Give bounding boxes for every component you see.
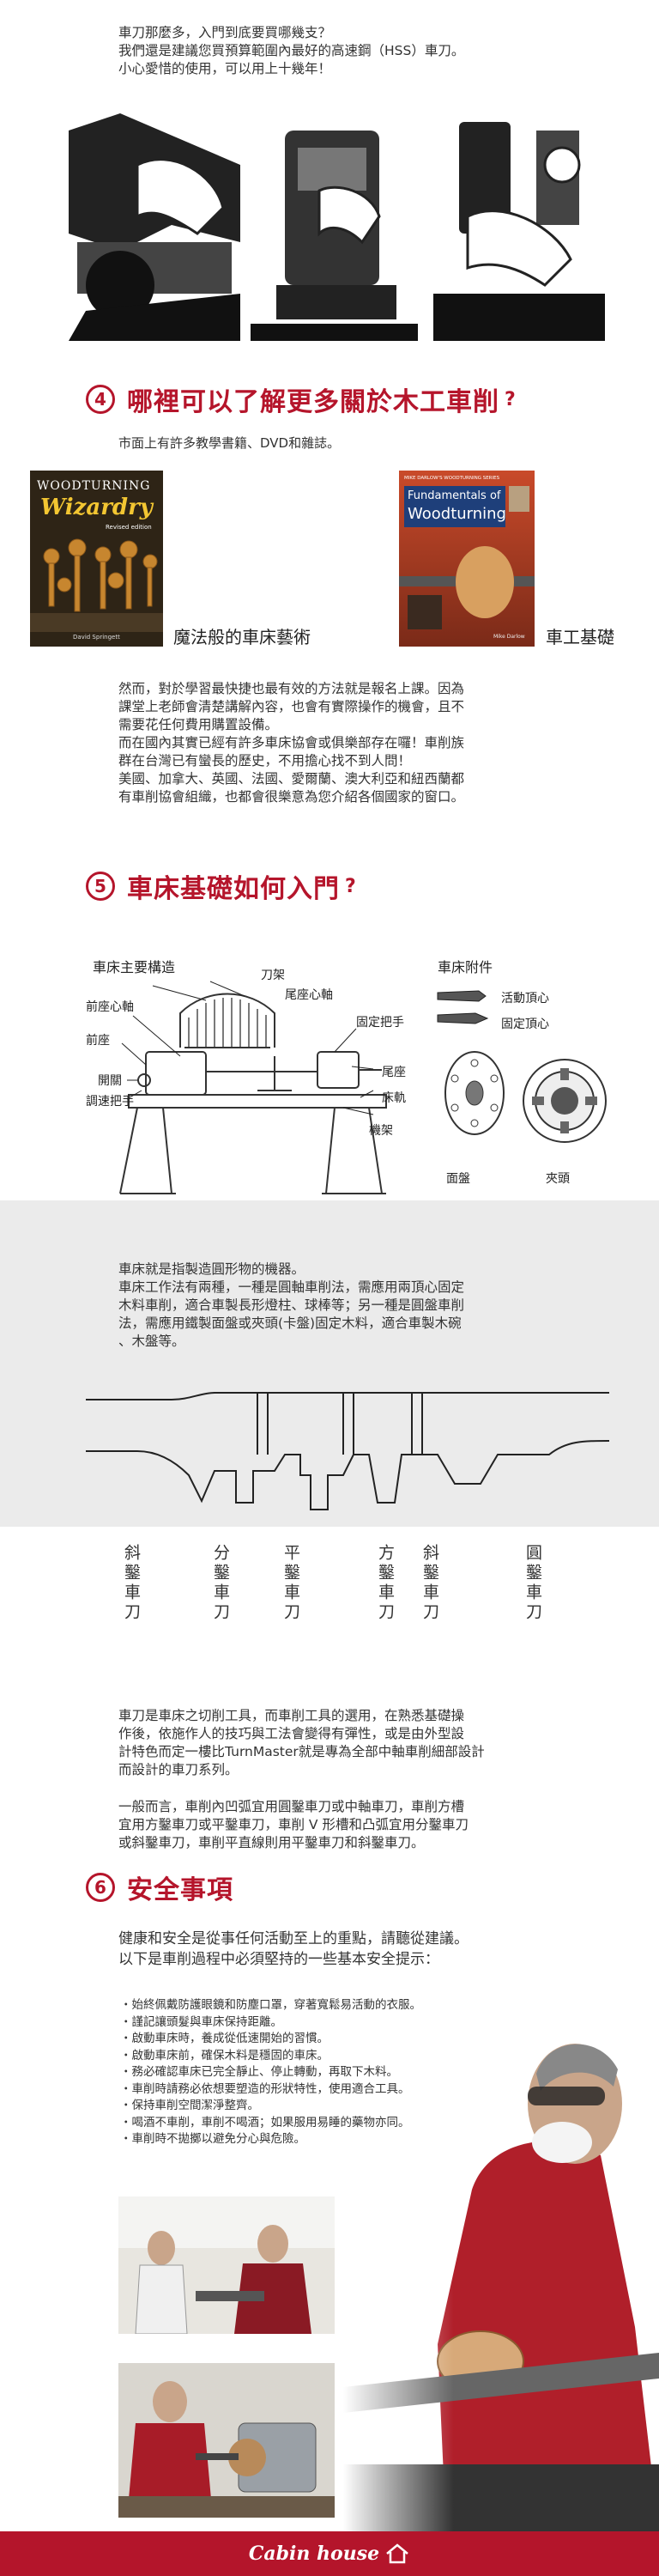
turning-profile-diagram bbox=[86, 1392, 610, 1510]
woodturner-photo bbox=[343, 1984, 659, 2533]
intro-line: 車刀那麼多，入門到底要買哪幾支？ bbox=[118, 25, 332, 40]
class-photo-2 bbox=[118, 2363, 335, 2518]
book-caption-fundamentals: 車工基礎 bbox=[546, 627, 614, 647]
class-photo-1 bbox=[118, 2196, 335, 2334]
label-fix-handle: 固定把手 bbox=[356, 1016, 404, 1030]
house-icon bbox=[386, 2543, 408, 2564]
tool-label: 分鑿車刀 bbox=[211, 1544, 230, 1623]
turned-figures-image bbox=[30, 538, 163, 632]
footer-brand-bar: Cabin house bbox=[0, 2531, 659, 2576]
list-item: ・啟動車床時，養成從低速開始的習慣。 bbox=[120, 2032, 329, 2045]
section-4-title: 4 哪裡可以了解更多關於木工車削 ? bbox=[86, 380, 516, 418]
lathe-diagram bbox=[119, 981, 387, 1194]
safety-list: ・始終佩戴防護眼鏡和防塵口罩，穿著寬鬆易活動的衣服。 ・謹記讓頭髮與車床保持距離… bbox=[120, 1997, 421, 2148]
book-cover-wizardry: WOODTURNING Wizardry Revised edition Dav… bbox=[30, 471, 163, 647]
label-bed: 床軌 bbox=[382, 1091, 406, 1105]
label-switch: 開關 bbox=[98, 1074, 122, 1088]
question-mark: ? bbox=[505, 388, 516, 410]
list-item: ・保持車削空間潔淨整齊。 bbox=[120, 2099, 259, 2112]
question-mark: ? bbox=[345, 875, 356, 897]
list-item: ・務必確認車床已完全靜止、停止轉動，再取下木料。 bbox=[120, 2065, 398, 2079]
section-number: 4 bbox=[86, 385, 115, 414]
section-number: 5 bbox=[86, 872, 115, 901]
lathe-structure-title: 車床主要構造 bbox=[93, 959, 176, 975]
intro-line: 我們還是建議您買預算範圍內最好的高速鋼（HSS）車刀。 bbox=[118, 43, 465, 58]
section-heading: 安全事項 bbox=[127, 1875, 233, 1905]
chuck-image bbox=[523, 1059, 607, 1143]
label-frame: 機架 bbox=[369, 1124, 393, 1138]
tool-label: 平鑿車刀 bbox=[281, 1544, 300, 1623]
accessories-title: 車床附件 bbox=[438, 959, 493, 975]
section-5-paragraph-1: 車床就是指製造圓形物的機器。 車床工作法有兩種，一種是圓軸車削法，需應用兩頂心固… bbox=[118, 1261, 465, 1349]
label-live-center: 活動頂心 bbox=[501, 992, 549, 1005]
list-item: ・始終佩戴防護眼鏡和防塵口罩，穿著寬鬆易活動的衣服。 bbox=[120, 1998, 421, 2012]
sharpening-photo-3 bbox=[433, 113, 605, 341]
section-4-subtitle: 市面上有許多教學書籍、DVD和雜誌。 bbox=[118, 435, 341, 451]
label-chuck: 夾頭 bbox=[546, 1172, 570, 1186]
section-5-paragraph-3: 一般而言，車削內凹弧宜用圓鑿車刀或中軸車刀，車削方槽 宜用方鑿車刀或平鑿車刀，車… bbox=[118, 1799, 469, 1850]
lathe-vase-image bbox=[399, 546, 535, 629]
sharpening-photo-1 bbox=[69, 113, 240, 341]
list-item: ・車削時不拋擲以避免分心與危險。 bbox=[120, 2132, 305, 2146]
section-6-title: 6 安全事項 bbox=[86, 1868, 233, 1906]
label-faceplate: 面盤 bbox=[446, 1172, 470, 1186]
label-tailstock: 尾座 bbox=[382, 1066, 406, 1079]
section-heading: 哪裡可以了解更多關於木工車削 bbox=[127, 387, 499, 417]
list-item: ・喝酒不車削，車削不喝酒；如果服用易睡的藥物亦同。 bbox=[120, 2115, 410, 2129]
tool-label: 方鑿車刀 bbox=[376, 1544, 395, 1623]
section-5-paragraph-2: 車刀是車床之切削工具，而車削工具的選用，在熟悉基礎操 作後，依施作人的技巧與工法… bbox=[118, 1708, 485, 1777]
section-heading: 車床基礎如何入門 bbox=[127, 874, 340, 904]
tool-label: 斜鑿車刀 bbox=[420, 1544, 439, 1623]
section-number: 6 bbox=[86, 1873, 115, 1902]
label-tailstock-center: 尾座心軸 bbox=[285, 988, 333, 1002]
centers-image bbox=[437, 990, 489, 1024]
tool-label: 斜鑿車刀 bbox=[122, 1544, 141, 1623]
list-item: ・謹記讓頭髮與車床保持距離。 bbox=[120, 2014, 282, 2029]
tool-label: 圓鑿車刀 bbox=[523, 1544, 542, 1623]
book-caption-wizardry: 魔法般的車床藝術 bbox=[173, 627, 311, 647]
list-item: ・車削時請務必依想要塑造的形狀特性，使用適合工具。 bbox=[120, 2081, 410, 2096]
label-headstock: 前座 bbox=[86, 1034, 110, 1048]
list-item: ・啟動車床前，確保木料是穩固的車床。 bbox=[120, 2048, 329, 2063]
section-5-title: 5 車床基礎如何入門 ? bbox=[86, 867, 356, 905]
brand-logo: Cabin house bbox=[248, 2543, 380, 2565]
section-4-paragraph: 然而，對於學習最快捷也最有效的方法就是報名上課。因為 課堂上老師會清楚講解內容，… bbox=[118, 681, 465, 805]
section-6-intro: 健康和安全是從事任何活動至上的重點，請聽從建議。 以下是車削過程中必須堅持的一些… bbox=[118, 1930, 469, 1968]
label-fixed-center: 固定頂心 bbox=[501, 1018, 549, 1031]
intro-line: 小心愛惜的使用，可以用上十幾年！ bbox=[118, 61, 332, 76]
label-headstock-spindle: 前座心軸 bbox=[86, 1000, 134, 1014]
gray-band bbox=[0, 1200, 659, 1527]
intro-text: 車刀那麼多，入門到底要買哪幾支？ 我們還是建議您買預算範圍內最好的高速鋼（HSS… bbox=[118, 24, 464, 78]
author-photo bbox=[509, 486, 529, 512]
book-cover-fundamentals: MIKE DARLOW'S WOODTURNING SERIES Fundame… bbox=[399, 471, 535, 647]
label-tool-rest: 刀架 bbox=[261, 969, 285, 982]
faceplate-image bbox=[444, 1051, 505, 1135]
label-speed-handle: 調速把手 bbox=[86, 1095, 134, 1109]
sharpening-photo-2 bbox=[251, 113, 418, 341]
